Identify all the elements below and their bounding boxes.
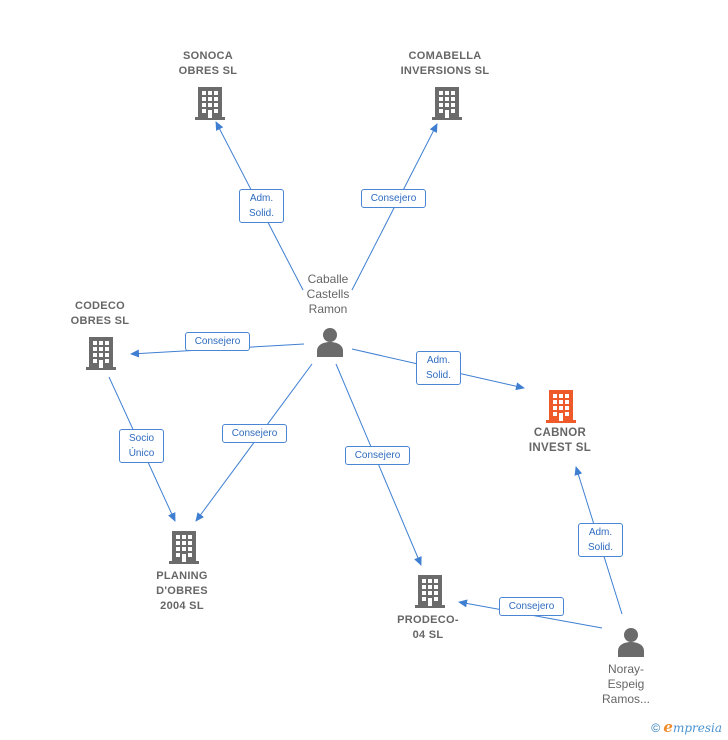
company-label-planing[interactable]: PLANING D'OBRES 2004 SL <box>156 570 208 612</box>
person-label-caballe[interactable]: Caballe Castells Ramon <box>306 272 350 316</box>
edge-label-noray-prodeco: Consejero <box>499 597 564 616</box>
person-icon[interactable] <box>317 328 343 357</box>
edge-label-caballe-prodeco: Consejero <box>345 446 410 465</box>
building-icon[interactable] <box>169 531 199 564</box>
person-label-noray[interactable]: Noray- Espeig Ramos... <box>601 662 650 706</box>
copyright-symbol: © <box>651 721 661 735</box>
edge-label-codeco-planing: Socio Único <box>119 429 164 463</box>
edge-label-caballe-sonoca: Adm. Solid. <box>239 189 284 223</box>
company-label-codeco[interactable]: CODECO OBRES SL <box>70 300 130 327</box>
edge-label-caballe-planing: Consejero <box>222 424 287 443</box>
building-icon[interactable] <box>432 87 462 120</box>
building-icon[interactable] <box>86 337 116 370</box>
company-label-cabnor[interactable]: CABNOR INVEST SL <box>528 427 592 454</box>
building-icon[interactable] <box>195 87 225 120</box>
company-label-sonoca[interactable]: SONOCA OBRES SL <box>178 50 238 77</box>
edge-label-caballe-comabella: Consejero <box>361 189 426 208</box>
company-label-comabella[interactable]: COMABELLA INVERSIONS SL <box>400 50 490 77</box>
company-label-prodeco[interactable]: PRODECO- 04 SL <box>397 614 459 641</box>
edge-label-noray-cabnor: Adm. Solid. <box>578 523 623 557</box>
edge-label-caballe-codeco: Consejero <box>185 332 250 351</box>
building-icon[interactable] <box>546 390 576 423</box>
edge-label-caballe-cabnor: Adm. Solid. <box>416 351 461 385</box>
building-icon[interactable] <box>415 575 445 608</box>
person-icon[interactable] <box>618 628 644 657</box>
footer-credit: © empresia <box>651 718 722 736</box>
empresia-logo[interactable]: empresia <box>663 718 722 736</box>
